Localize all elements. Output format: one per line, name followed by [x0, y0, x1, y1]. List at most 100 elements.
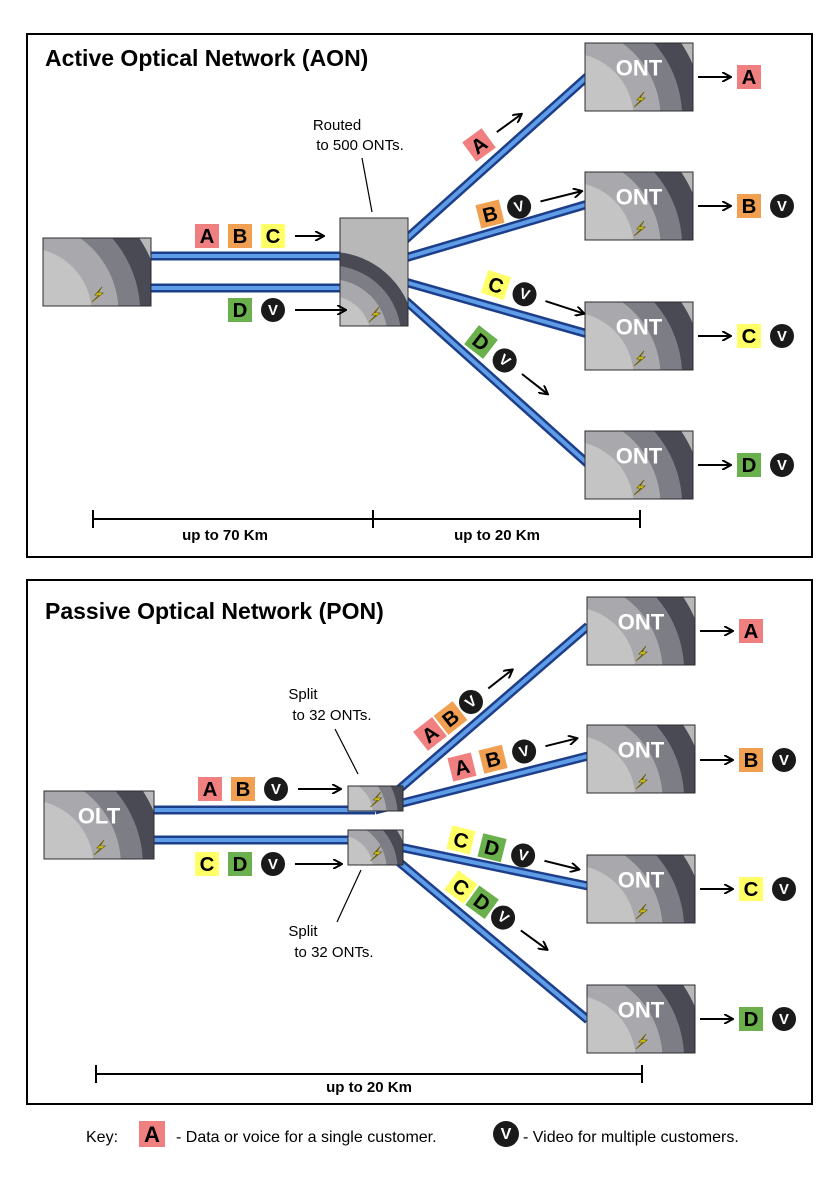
- aon-boxes: ONT ONT ONT ONT: [42, 42, 694, 500]
- video-tag: V: [770, 324, 794, 348]
- lightning-bolt-icon: [633, 91, 647, 108]
- pon-split-top-line2: to 32 ONTs.: [292, 707, 371, 724]
- data-tag-label: A: [744, 621, 759, 643]
- device-label: ONT: [618, 610, 665, 635]
- pon-ont-2: ONT: [586, 724, 696, 794]
- lightning-bolt-icon: [635, 1033, 649, 1050]
- data-tag-label: A: [200, 226, 215, 248]
- arrow: [540, 191, 581, 203]
- pon-olt: OLT: [43, 790, 155, 860]
- data-tag-label: D: [482, 836, 502, 861]
- arrow: [545, 738, 576, 748]
- device-label: ONT: [616, 56, 663, 81]
- video-tag-label: V: [513, 199, 527, 217]
- aon-branch-fiber: [401, 296, 592, 468]
- data-tag-label: B: [742, 196, 757, 218]
- video-tag: V: [772, 877, 796, 901]
- video-tag-label: V: [501, 1125, 512, 1143]
- data-tag-label: D: [233, 854, 248, 876]
- aon-branch-fiber: [403, 199, 590, 263]
- data-tag-label: C: [742, 326, 757, 348]
- data-tag-B: B: [739, 748, 763, 772]
- aon-routed-pointer: [361, 157, 373, 213]
- video-tag-label: V: [779, 1012, 789, 1028]
- data-tag-label: B: [744, 750, 759, 772]
- lightning-bolt-icon: [370, 791, 383, 808]
- video-tag-label: V: [779, 882, 789, 898]
- video-tag: V: [458, 689, 483, 714]
- data-tag-C: C: [261, 224, 285, 248]
- video-tag-label: V: [779, 753, 789, 769]
- arrow: [496, 114, 521, 133]
- aon-ont-3: ONT: [584, 301, 694, 371]
- video-tag-label: V: [777, 199, 787, 215]
- video-tag: V: [511, 843, 536, 868]
- video-tag: V: [772, 1007, 796, 1031]
- device-label: ONT: [616, 444, 663, 469]
- lightning-bolt-icon: [633, 220, 647, 237]
- device-label: OLT: [78, 804, 121, 829]
- aon-fibers: [150, 72, 592, 468]
- lightning-bolt-icon: [368, 306, 382, 323]
- aon-panel: Active Optical Network (AON) ONTONTONTON…: [26, 33, 813, 558]
- pon-branch-fiber: [372, 622, 591, 814]
- data-tag-A: A: [198, 777, 222, 801]
- device-label: ONT: [616, 185, 663, 210]
- aon-routed-note-line2: to 500 ONTs.: [316, 137, 404, 154]
- data-tag-B: B: [737, 194, 761, 218]
- aon-routed-note-line1: Routed: [313, 117, 361, 134]
- data-tag-label: D: [742, 455, 757, 477]
- aon-branch-fiber: [403, 277, 590, 339]
- data-tag-C: C: [480, 269, 512, 301]
- pon-ont-1: ONT: [586, 596, 696, 666]
- data-tag-A: A: [139, 1121, 165, 1147]
- aon-distance-right: up to 20 Km: [454, 527, 540, 544]
- pon-branch-fiber: [372, 838, 591, 1024]
- data-tag-B: B: [228, 224, 252, 248]
- lightning-bolt-icon: [633, 350, 647, 367]
- device-label: ONT: [618, 738, 665, 763]
- data-tag-D: D: [737, 453, 761, 477]
- pon-fibers: [153, 622, 591, 1024]
- legend-video-desc: - Video for multiple customers.: [523, 1129, 739, 1146]
- pon-ont-4: ONT: [586, 984, 696, 1054]
- video-tag: V: [512, 282, 537, 307]
- data-tag-label: B: [236, 779, 251, 801]
- pon-split-top-line1: Split: [288, 686, 318, 703]
- video-tag: V: [507, 194, 532, 219]
- data-tag-A: A: [737, 65, 761, 89]
- pon-ont-3: ONT: [586, 854, 696, 924]
- data-tag-label: B: [480, 203, 500, 228]
- legend-data-desc: - Data or voice for a single customer.: [176, 1129, 437, 1146]
- arrow: [520, 929, 547, 949]
- data-tag-B: B: [475, 199, 505, 229]
- data-tag-B: B: [478, 744, 508, 774]
- data-tag-label: B: [484, 748, 504, 773]
- data-tag-D: D: [228, 852, 252, 876]
- data-tag-label: A: [742, 67, 757, 89]
- data-tag-label: A: [144, 1122, 160, 1147]
- pon-branch-fiber: [374, 837, 589, 891]
- arrow: [544, 859, 578, 869]
- legend-prefix: Key:: [86, 1129, 118, 1146]
- device-label: ONT: [618, 868, 665, 893]
- video-tag-label: V: [517, 286, 531, 304]
- pon-split-bottom-pointer: [336, 869, 362, 923]
- data-tag-D: D: [465, 885, 499, 920]
- data-tag-A: A: [447, 752, 477, 782]
- video-tag-label: V: [777, 329, 787, 345]
- pon-split-top-pointer: [334, 728, 359, 775]
- lightning-bolt-icon: [633, 479, 647, 496]
- lightning-bolt-icon: [370, 845, 383, 862]
- pon-splitter-bottom: [347, 829, 404, 866]
- video-tag: V: [512, 739, 537, 764]
- data-tag-C: C: [446, 825, 476, 855]
- data-tag-D: D: [739, 1007, 763, 1031]
- lightning-bolt-icon: [635, 645, 649, 662]
- data-tag-label: C: [200, 854, 215, 876]
- pon-split-bottom-line1: Split: [288, 923, 318, 940]
- video-tag: V: [493, 1121, 519, 1147]
- pon-split-bottom-line2: to 32 ONTs.: [294, 944, 373, 961]
- data-tag-label: A: [203, 779, 218, 801]
